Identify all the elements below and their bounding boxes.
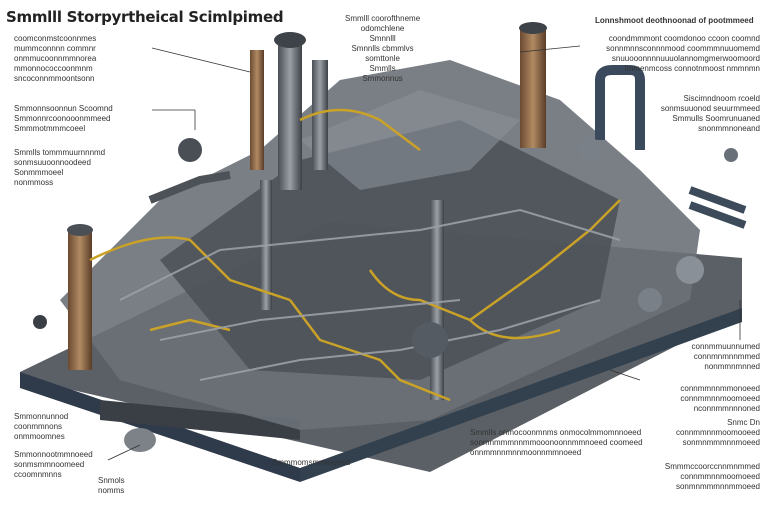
- label-top-center: Smmlll coorofthneme odomchlene Smnnlll S…: [345, 14, 421, 83]
- label-bottom-right-4: Snmc Dn connmmnnmoomooeed sonmnmmmnnmoee…: [675, 418, 760, 447]
- chimney-main: [278, 40, 302, 190]
- tank-bottom-center: [412, 322, 448, 358]
- label-bottom-right-3: Smmlls onmocoonmnms onmocolmmomnnoeed so…: [470, 428, 643, 457]
- label-left-3: Smmlls tommmuurnnnmd sonmsuuoonnoodeed S…: [14, 148, 106, 187]
- tank-bottom-left: [124, 428, 156, 452]
- chimney-main-cap: [274, 32, 306, 48]
- column-left-tall: [68, 230, 92, 370]
- label-mid-right: Siscimndnoom rcoeld sonmsuuonod seuurmme…: [660, 94, 760, 133]
- platform-side-right: [300, 308, 742, 482]
- label-left-2: Smmonnsoonnun Scoomnd Smmonnrcoonooonmme…: [14, 104, 113, 133]
- label-bottom-center: Smmmomsmmmoeed: [272, 458, 351, 467]
- machinery-highlight: [300, 90, 520, 190]
- label-bottom-right-2: connmmnnmmonoeed connmmnnmoomoeed nconnm…: [680, 384, 760, 413]
- label-bottom-right-1: connmmuunnumed connmnmnnmmed nonmmnmnned: [691, 342, 760, 371]
- label-bottom-left-2: Smmonnootmmnoeed sonmsmmnoomeed ccoomnmn…: [14, 450, 93, 479]
- label-top-right-heading: Lonnshmoot deothnoonad of pootmmeed: [595, 16, 754, 25]
- tank-right-1: [676, 256, 704, 284]
- page-title: Smmlll Storpyrtheical Scimlpimed: [6, 8, 284, 26]
- column-right-cap: [519, 22, 547, 34]
- tank-right-2: [638, 288, 662, 312]
- label-bottom-right-5: Smmmccoorccnnmnmmed connmmnnmoomoeed son…: [664, 462, 760, 491]
- label-bottom-left-3: Snmols nomms: [98, 476, 125, 495]
- tank-left: [178, 138, 202, 162]
- column-left-tall-cap: [67, 224, 93, 236]
- column-center: [312, 60, 328, 170]
- label-top-right: coondmmmont coomdonoo ccoon coomnd sonnm…: [606, 34, 760, 73]
- column-mid: [430, 200, 444, 400]
- gray-pipes: [119, 208, 621, 381]
- gauge-right: [724, 148, 738, 162]
- label-bottom-left: Smmonnunnod coonmmnons onmmoomnes: [14, 412, 69, 441]
- pipe-left-horizontal: [148, 171, 231, 204]
- platform-step: [100, 400, 300, 440]
- column-right: [520, 28, 546, 148]
- u-pipe-right: [595, 65, 645, 150]
- machinery-shadow: [160, 120, 620, 380]
- gauge-left: [33, 315, 47, 329]
- leader-lines: [107, 45, 741, 461]
- chimney-left: [250, 50, 264, 170]
- tank-top-right: [578, 138, 602, 162]
- platform-side-left: [20, 372, 300, 482]
- label-left-1: coomconmstcoonnmes mummconnnn commnr onm…: [14, 34, 97, 83]
- pipe-right-horizontal: [688, 186, 747, 229]
